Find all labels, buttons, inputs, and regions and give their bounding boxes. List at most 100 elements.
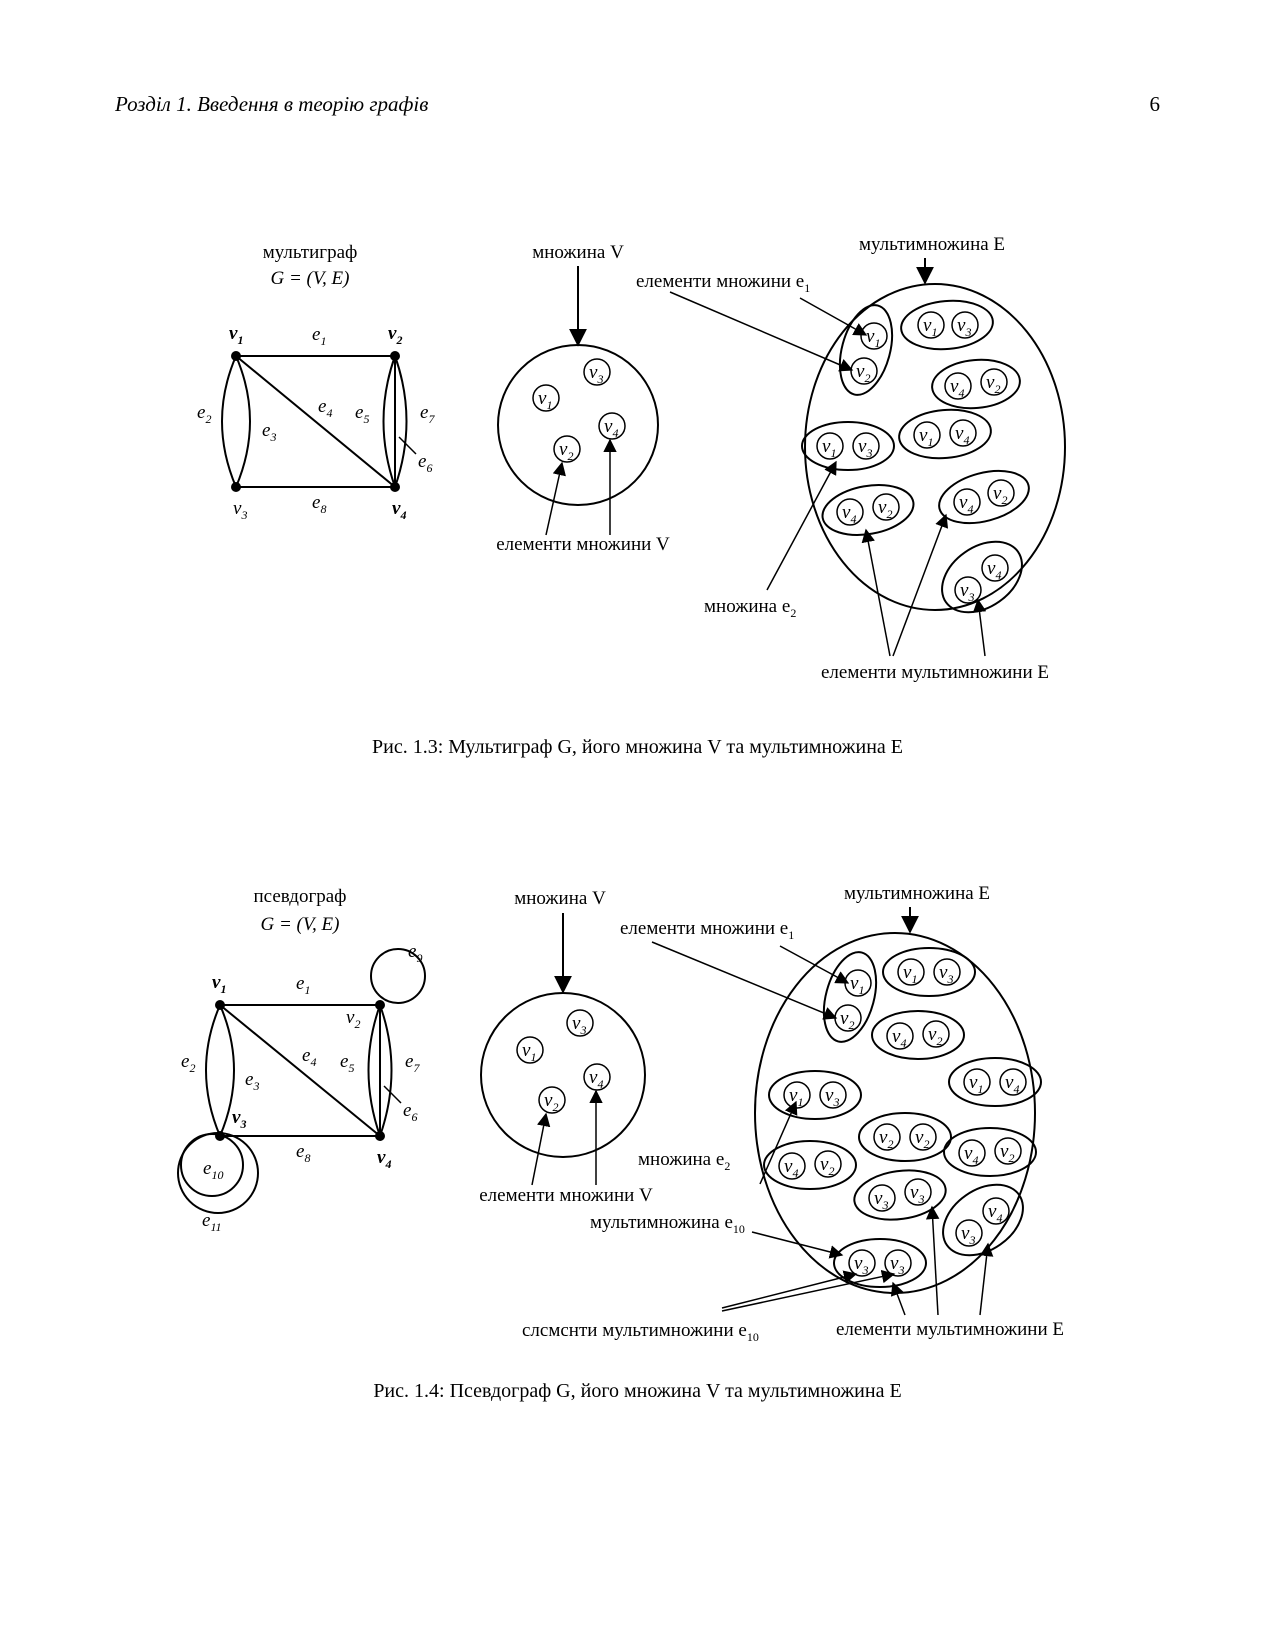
svg-text:e6: e6	[418, 451, 432, 475]
svg-text:v1: v1	[919, 425, 933, 449]
multiset-elements-label: елементи мультимножини E	[836, 1319, 1064, 1340]
edge-e5	[367, 1004, 381, 1137]
graph-formula: G = (V, E)	[261, 914, 340, 935]
edge-e5	[382, 355, 396, 488]
loop-e9	[370, 948, 426, 1004]
svg-text:v1: v1	[850, 973, 864, 997]
svg-text:v3: v3	[890, 1253, 904, 1277]
pseudograph: псевдограф G = (V, E) v1 v2 v3 v4 e1 e2 …	[177, 886, 426, 1234]
svg-text:v2: v2	[388, 323, 402, 347]
set-v-label: множина V	[532, 242, 624, 263]
svg-text:v4: v4	[892, 1026, 906, 1050]
set-e2	[801, 421, 895, 471]
vertex-v1	[231, 351, 241, 361]
edge-e6-pointer	[383, 1085, 402, 1104]
svg-text:v4: v4	[987, 558, 1001, 582]
set-v-label: множина V	[514, 888, 606, 909]
graph-title: псевдограф	[254, 886, 347, 907]
set-e1	[838, 304, 894, 396]
figure-1-4-caption: Рис. 1.4: Псевдограф G, його множина V т…	[373, 1380, 902, 1402]
svg-text:v2: v2	[1000, 1141, 1014, 1165]
figure-1-4: псевдограф G = (V, E) v1 v2 v3 v4 e1 e2 …	[0, 870, 1275, 1430]
svg-text:v4: v4	[959, 492, 973, 516]
svg-text:v2: v2	[346, 1007, 360, 1031]
set-v-elements-label: елементи множини V	[496, 534, 670, 555]
svg-text:v2: v2	[915, 1127, 929, 1151]
svg-text:e3: e3	[262, 420, 276, 444]
multiset-e-diagram: мультимножина E елементи множини e1 v1 v…	[522, 883, 1064, 1344]
svg-text:v3: v3	[939, 962, 953, 986]
svg-text:e5: e5	[355, 402, 369, 426]
svg-text:v3: v3	[961, 1223, 975, 1247]
svg-text:e8: e8	[296, 1141, 310, 1165]
multiset-elements-label: елементи мультимножини E	[821, 662, 1049, 683]
multiset-e-diagram: мультимножина E елементи множини e1 v1 v…	[636, 234, 1066, 683]
svg-text:e1: e1	[312, 324, 326, 348]
page-number: 6	[1149, 92, 1161, 116]
svg-text:v2: v2	[993, 483, 1007, 507]
set-e2-label: множина e2	[638, 1149, 730, 1173]
edge-e2	[221, 355, 237, 488]
svg-text:v3: v3	[854, 1253, 868, 1277]
edge-e7	[379, 1004, 393, 1137]
page-header: Розділ 1. Введення в теорію графів 6	[115, 92, 1160, 132]
svg-text:e9: e9	[408, 941, 422, 965]
svg-text:v3: v3	[232, 1107, 246, 1131]
svg-text:e4: e4	[302, 1045, 316, 1069]
set-v-elements-arrow-1	[531, 1112, 551, 1186]
svg-text:v3: v3	[589, 362, 603, 386]
vertex-v4	[375, 1131, 385, 1141]
svg-text:v3: v3	[858, 436, 872, 460]
edge-e6-pointer	[398, 436, 417, 455]
set-e2-arrow	[759, 1100, 798, 1185]
set-v-diagram: множина V v1 v3 v2 v4 елементи множини V	[479, 888, 653, 1206]
svg-text:v2: v2	[856, 361, 870, 385]
edge-e7	[394, 355, 408, 488]
multiset-e-ellipse	[804, 283, 1066, 611]
svg-text:v1: v1	[822, 436, 836, 460]
svg-text:e7: e7	[420, 402, 435, 426]
multiset-e10	[833, 1238, 927, 1288]
svg-text:v3: v3	[910, 1182, 924, 1206]
multiset-e-label: мультимножина E	[844, 883, 990, 904]
svg-text:v2: v2	[928, 1024, 942, 1048]
svg-text:v1: v1	[229, 323, 243, 347]
vertex-v3	[215, 1131, 225, 1141]
svg-text:v4: v4	[589, 1067, 603, 1091]
svg-text:v3: v3	[957, 315, 971, 339]
svg-text:e3: e3	[245, 1069, 259, 1093]
svg-text:v3: v3	[960, 580, 974, 604]
svg-text:v4: v4	[377, 1147, 391, 1171]
multiset-e-label: мультимножина E	[859, 234, 1005, 255]
graph-formula: G = (V, E)	[271, 268, 350, 289]
set-v-circle	[497, 344, 659, 506]
svg-text:v1: v1	[923, 315, 937, 339]
set-e1-elements-label: елементи множини e1	[636, 271, 810, 295]
set-e1	[822, 951, 878, 1043]
edge-e3	[235, 355, 251, 488]
set-v-elements-label: елементи множини V	[479, 1185, 653, 1206]
figure-1-3-drawing: мультиграф G = (V, E) v1 v2 v3 v4 e1 e2 …	[197, 234, 1066, 683]
svg-text:v4: v4	[1005, 1072, 1019, 1096]
vertex-v3	[231, 482, 241, 492]
svg-text:v1: v1	[903, 962, 917, 986]
svg-text:v4: v4	[842, 502, 856, 526]
svg-text:v4: v4	[604, 416, 618, 440]
set-e1-elements-label: елементи множини e1	[620, 918, 794, 942]
svg-text:v2: v2	[986, 372, 1000, 396]
svg-text:e5: e5	[340, 1051, 354, 1075]
vertex-v2	[375, 1000, 385, 1010]
svg-text:e2: e2	[197, 402, 211, 426]
svg-text:v3: v3	[825, 1085, 839, 1109]
svg-text:v1: v1	[212, 972, 226, 996]
svg-text:v4: v4	[964, 1143, 978, 1167]
svg-text:v3: v3	[572, 1013, 586, 1037]
svg-text:v4: v4	[950, 376, 964, 400]
multigraph: мультиграф G = (V, E) v1 v2 v3 v4 e1 e2 …	[197, 242, 435, 522]
svg-text:e4: e4	[318, 396, 332, 420]
svg-text:v1: v1	[522, 1040, 536, 1064]
set-v-elements-arrow-1	[545, 461, 566, 536]
svg-text:v2: v2	[879, 1127, 893, 1151]
svg-text:v1: v1	[866, 326, 880, 350]
svg-text:v4: v4	[784, 1156, 798, 1180]
